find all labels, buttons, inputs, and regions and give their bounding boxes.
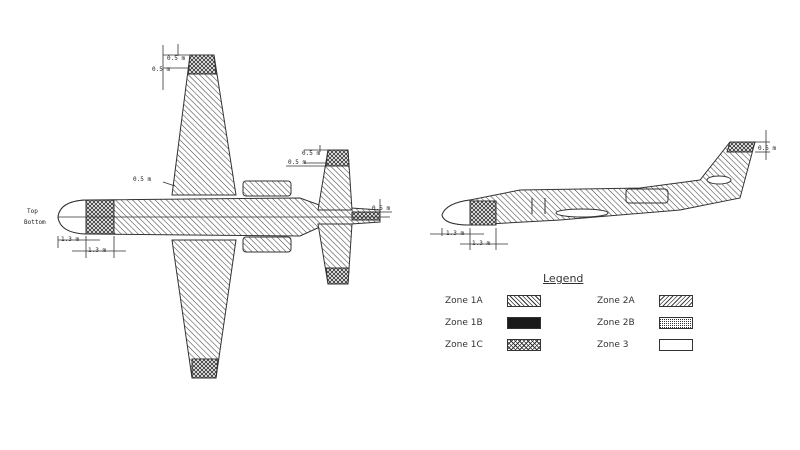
top-nacelle-lower (242, 236, 292, 253)
dim-side-nose-1: 1.3 m (446, 230, 465, 237)
top-view-dimension-marks (57, 44, 392, 258)
side-radome (469, 200, 497, 226)
side-view-aircraft (441, 141, 756, 226)
legend-label-zone-2a: Zone 2A (597, 296, 635, 306)
top-wing-lower (171, 239, 237, 379)
dim-htail-b: 0.5 m (288, 159, 307, 166)
top-label: Top (27, 208, 38, 215)
top-wingtip-lower (191, 358, 219, 379)
legend-swatch-zone-2a (659, 295, 693, 307)
legend-label-zone-1c: Zone 1C (445, 340, 483, 350)
legend-swatch-zone-3 (659, 339, 693, 351)
legend-label-zone-1b: Zone 1B (445, 318, 483, 328)
side-fin-tip (726, 141, 756, 153)
legend-title: Legend (543, 272, 584, 285)
dim-side-nose-2: 1.3 m (472, 240, 491, 247)
legend-swatch-zone-1a (507, 295, 541, 307)
dim-nose-1: 1.3 m (61, 236, 80, 243)
top-nacelle-upper (242, 180, 292, 197)
top-view-aircraft (57, 54, 390, 379)
legend-label-zone-2b: Zone 2B (597, 318, 635, 328)
side-window-fin (706, 175, 732, 185)
top-wing-upper (171, 54, 237, 196)
dim-wingtip-a: 0.5 m (167, 55, 186, 62)
legend-swatch-zone-2b (659, 317, 693, 329)
legend-label-zone-1a: Zone 1A (445, 296, 483, 306)
bottom-label: Bottom (24, 219, 46, 226)
dim-wing-root: 0.5 m (133, 176, 152, 183)
dim-wingtip-b: 0.5 m (152, 66, 171, 73)
side-wing-fairing (555, 208, 609, 218)
side-view-dimension-marks (430, 130, 770, 250)
top-htail-lower-tip (325, 267, 350, 285)
top-htail-upper-tip (325, 149, 350, 167)
side-nose (441, 199, 471, 226)
dim-htail-a: 0.5 m (302, 150, 321, 157)
dim-fin-tip: 0.5 m (758, 145, 777, 152)
dim-tail-cone: 0.5 m (372, 205, 391, 212)
top-wingtip-upper (187, 54, 217, 75)
legend-swatch-zone-1b (507, 317, 541, 329)
legend-label-zone-3: Zone 3 (597, 340, 629, 350)
top-tail-cone (351, 211, 381, 221)
legend-swatch-zone-1c (507, 339, 541, 351)
side-nacelle (625, 188, 669, 204)
dim-nose-2: 1.3 m (88, 247, 107, 254)
